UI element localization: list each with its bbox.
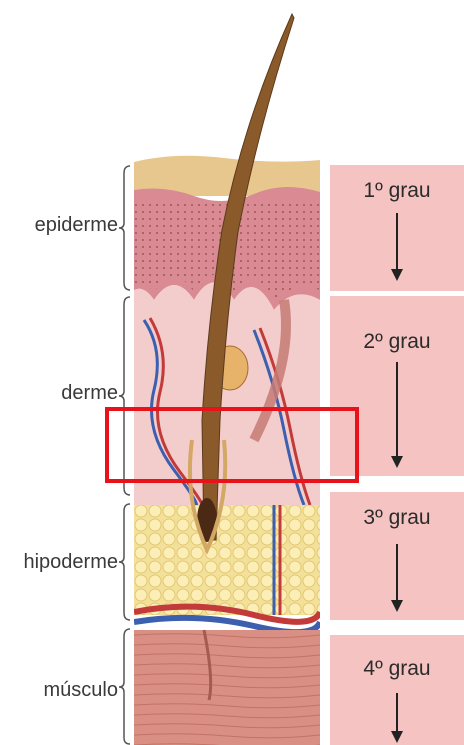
- arrow-down-icon: [386, 693, 408, 743]
- arrow-down-icon: [386, 213, 408, 283]
- arrow-down-icon: [386, 544, 408, 614]
- degree-label-3: 3º grau: [330, 506, 464, 530]
- degree-label-2: 2º grau: [330, 330, 464, 354]
- skin-cross-section-illustration: [134, 0, 320, 745]
- brace-musculo: [118, 628, 132, 745]
- highlight-box: [105, 407, 359, 483]
- degree-panel-1: 1º grau: [330, 165, 464, 291]
- label-derme: derme: [0, 382, 118, 405]
- label-epiderme: epiderme: [0, 214, 118, 237]
- brace-epiderme: [118, 165, 132, 291]
- degree-label-4: 4º grau: [330, 657, 464, 681]
- degree-panel-4: 4º grau: [330, 635, 464, 745]
- degree-panel-3: 3º grau: [330, 492, 464, 620]
- label-hipoderme: hipoderme: [0, 551, 118, 574]
- degree-label-1: 1º grau: [330, 179, 464, 203]
- brace-hipoderme: [118, 503, 132, 621]
- arrow-down-icon: [386, 362, 408, 470]
- label-musculo: músculo: [0, 679, 118, 702]
